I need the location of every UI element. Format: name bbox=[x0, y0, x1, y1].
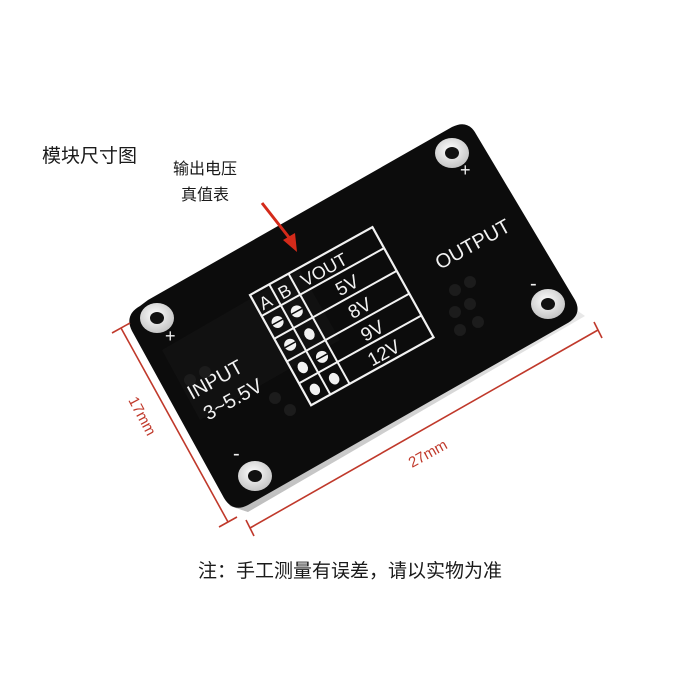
jumper-pads bbox=[271, 305, 340, 396]
input-minus-mark: - bbox=[233, 443, 240, 465]
dimension-height bbox=[111, 322, 238, 528]
output-minus-mark: - bbox=[530, 273, 537, 295]
truth-table-callout: 输出电压 真值表 bbox=[160, 156, 250, 208]
dimension-height-label: 17mm bbox=[124, 394, 159, 439]
dimension-width-label: 27mm bbox=[406, 436, 451, 471]
module-size-title: 模块尺寸图 bbox=[42, 145, 138, 167]
mounting-hole-input-minus bbox=[238, 461, 272, 491]
mounting-hole-output-plus bbox=[435, 138, 469, 168]
output-header-pads bbox=[449, 276, 484, 336]
measurement-note: 注：手工测量有误差，请以实物为准 bbox=[197, 560, 502, 582]
callout-line-2: 真值表 bbox=[180, 185, 229, 204]
callout-line-1: 输出电压 bbox=[172, 159, 237, 178]
input-header-pads bbox=[184, 366, 296, 416]
mounting-hole-output-minus bbox=[531, 289, 565, 319]
input-plus-mark: + bbox=[165, 326, 176, 346]
callout-arrow bbox=[260, 202, 297, 252]
mounting-hole-input-plus bbox=[140, 303, 174, 333]
output-plus-mark: + bbox=[460, 160, 471, 180]
dimension-width bbox=[245, 321, 603, 537]
